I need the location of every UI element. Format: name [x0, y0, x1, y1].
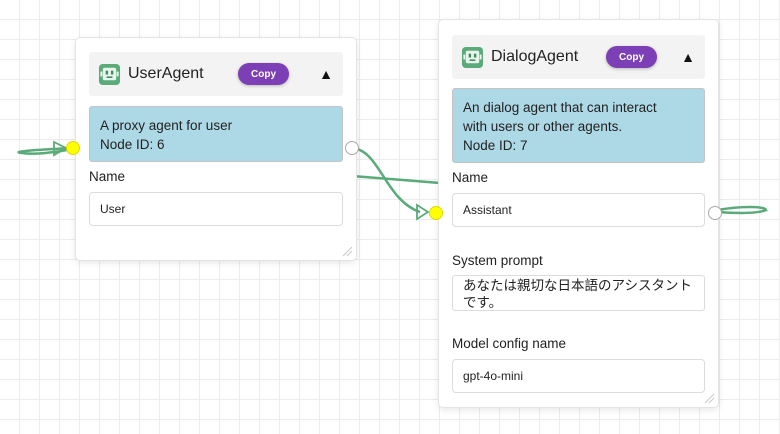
- system-prompt-textarea[interactable]: あなたは親切な日本語のアシスタントです。: [452, 275, 705, 311]
- edge-arrowhead-user: [53, 140, 68, 157]
- node-title: DialogAgent: [491, 48, 579, 65]
- user-agent-node[interactable]: UserAgent Copy ▲ A proxy agent for user …: [76, 38, 356, 260]
- model-config-input[interactable]: [452, 359, 705, 393]
- copy-button[interactable]: Copy: [606, 46, 657, 68]
- node-description: A proxy agent for user Node ID: 6: [89, 106, 343, 162]
- node-header[interactable]: UserAgent Copy ▲: [89, 52, 343, 96]
- dialog-agent-node[interactable]: DialogAgent Copy ▲ An dialog agent that …: [439, 20, 718, 407]
- name-label: Name: [89, 169, 126, 184]
- user-agent-output-handle[interactable]: [345, 141, 359, 155]
- edge-dialog-out[interactable]: [716, 205, 768, 215]
- node-header[interactable]: DialogAgent Copy ▲: [452, 35, 705, 79]
- edge-user-to-dialog[interactable]: [351, 146, 421, 214]
- resize-handle-icon[interactable]: [341, 245, 353, 257]
- description-line: A proxy agent for user: [100, 118, 233, 133]
- edge-self-loop-user[interactable]: [17, 146, 73, 155]
- name-label: Name: [452, 170, 489, 185]
- collapse-toggle-icon[interactable]: ▲: [681, 49, 695, 65]
- node-title: UserAgent: [128, 65, 204, 82]
- description-line: Node ID: 7: [463, 138, 528, 153]
- user-agent-input-handle[interactable]: [66, 141, 80, 155]
- node-description: An dialog agent that can interact with u…: [452, 88, 705, 163]
- description-line: An dialog agent that can interact: [463, 100, 657, 115]
- name-input[interactable]: [452, 193, 705, 227]
- dialog-agent-input-handle[interactable]: [429, 206, 443, 220]
- description-line: Node ID: 6: [100, 137, 165, 152]
- robot-icon: [98, 63, 121, 86]
- resize-handle-icon[interactable]: [703, 392, 715, 404]
- system-prompt-label: System prompt: [452, 253, 543, 268]
- model-config-label: Model config name: [452, 336, 567, 351]
- collapse-toggle-icon[interactable]: ▲: [319, 66, 333, 82]
- description-line: with users or other agents.: [463, 119, 623, 134]
- dialog-agent-output-handle[interactable]: [708, 206, 722, 220]
- copy-button[interactable]: Copy: [238, 63, 289, 85]
- edge-arrowhead-dialog: [416, 203, 430, 221]
- edge-under-nodes[interactable]: [351, 174, 441, 185]
- name-input[interactable]: [89, 192, 343, 226]
- robot-icon: [461, 46, 484, 69]
